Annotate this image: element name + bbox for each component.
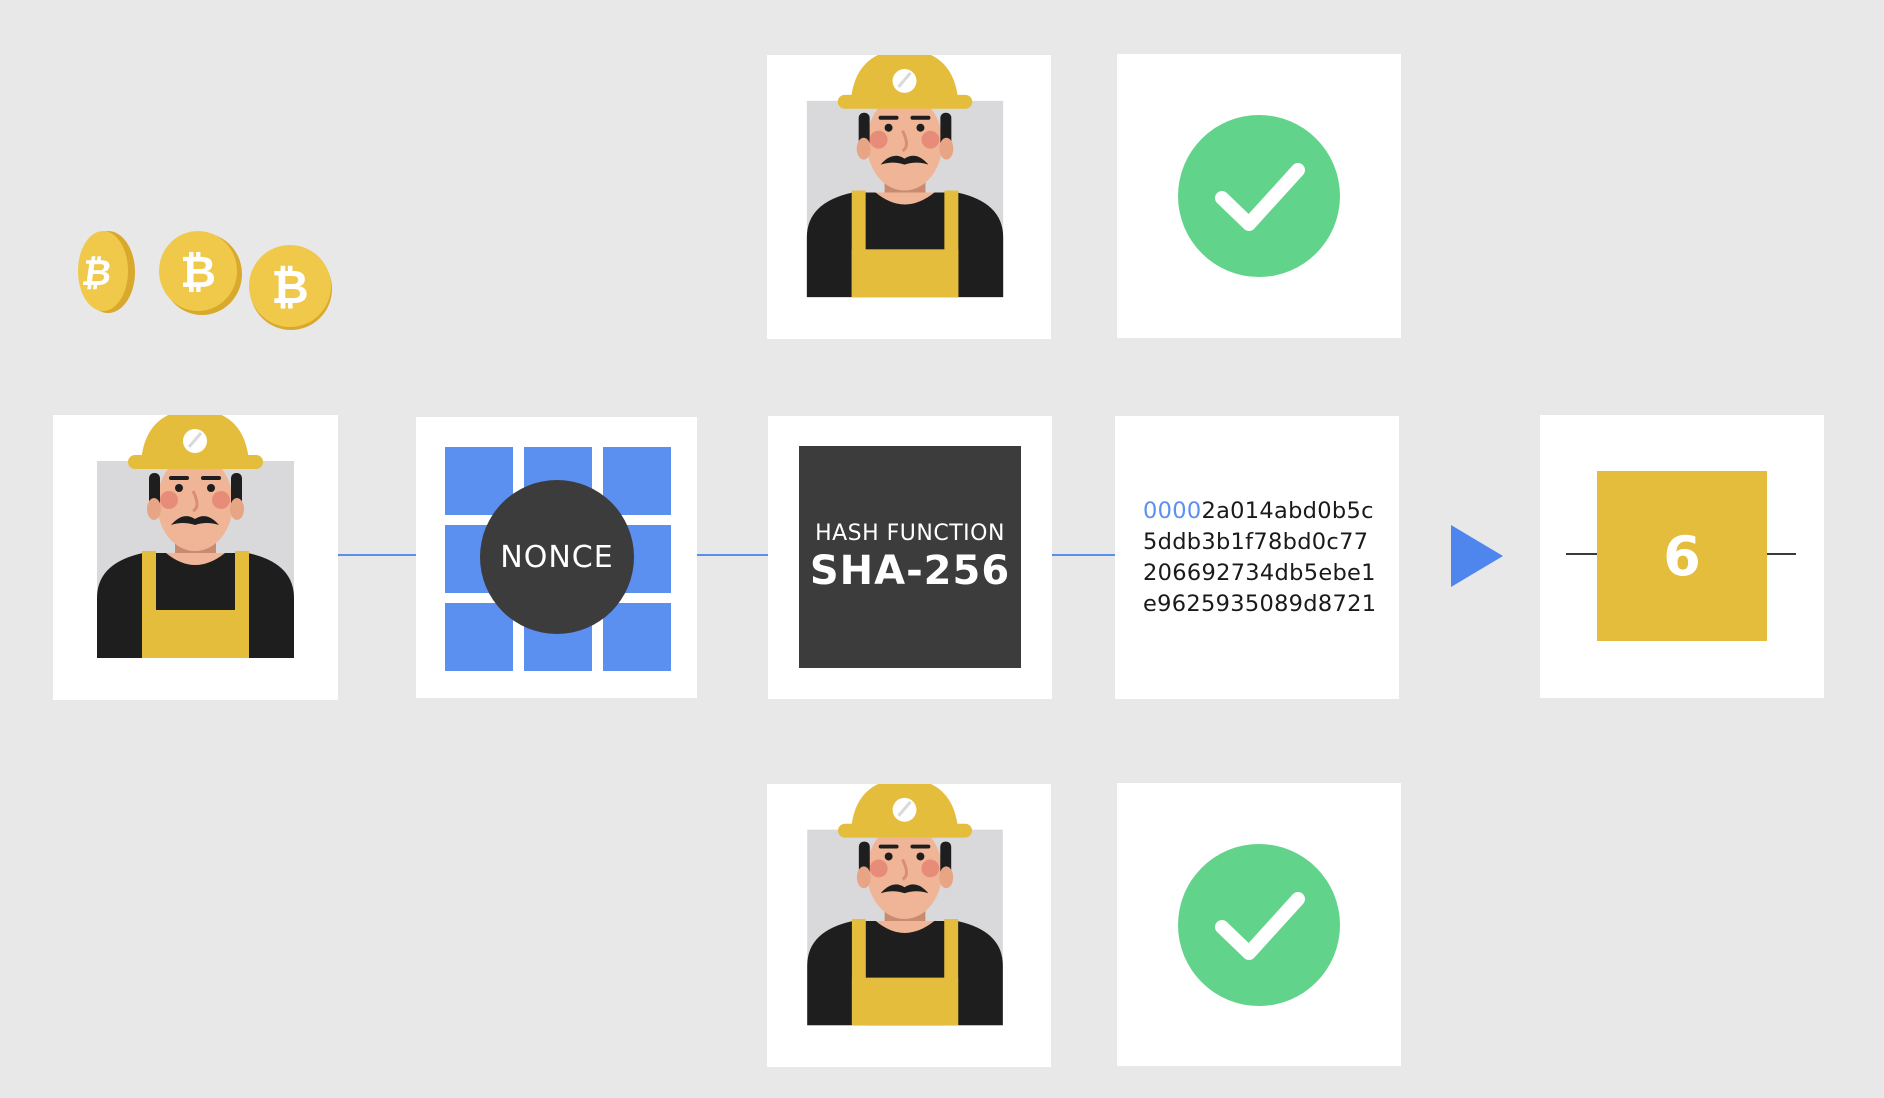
difficulty-line [1566,553,1600,555]
miner-card-top [767,55,1051,339]
bitcoin-coin-icon: ₿ [249,245,332,330]
hash-algorithm: SHA-256 [809,547,1011,594]
grid-cell [603,447,671,515]
hash-leading-zeros: 0000 [1143,498,1202,524]
difficulty-line [1764,553,1796,555]
connector-line [696,554,768,556]
nonce-card: NONCE [416,417,697,698]
miner-icon [806,55,1004,298]
grid-cell [603,603,671,671]
miner-card-bottom [767,784,1051,1067]
hash-line-4: e9625935089d8721 [1143,591,1377,617]
miner-icon [807,784,1003,1026]
connector-line [337,554,417,556]
svg-text:₿: ₿ [271,260,309,314]
check-icon [1178,115,1340,277]
nonce-label: NONCE [480,480,634,634]
hash-line-1-rest: 2a014abd0b5c [1201,498,1374,524]
difficulty-value: 6 [1597,471,1767,641]
check-card-top [1117,54,1401,338]
miner-icon [97,415,294,658]
hash-line-3: 206692734db5ebe1 [1143,560,1376,586]
hash-line-1: 00002a014abd0b5c [1143,496,1376,527]
grid-cell [445,603,513,671]
hash-line-2: 5ddb3b1f78bd0c77 [1143,529,1369,555]
bitcoin-coin-icon: ₿ [78,231,135,313]
svg-text:₿: ₿ [180,247,216,298]
check-card-bottom [1117,783,1401,1066]
hash-function-card: HASH FUNCTION SHA-256 [768,416,1052,699]
miner-card [53,415,338,700]
check-icon [1178,844,1340,1006]
hash-function-box: HASH FUNCTION SHA-256 [799,446,1021,668]
hash-output-card: 00002a014abd0b5c 5ddb3b1f78bd0c77 206692… [1115,416,1399,699]
bitcoin-coin-icon: ₿ [159,231,242,315]
play-arrow-icon [1451,525,1503,587]
hash-output-text: 00002a014abd0b5c 5ddb3b1f78bd0c77 206692… [1143,496,1376,620]
difficulty-card: 6 [1540,415,1824,698]
svg-text:₿: ₿ [79,251,114,294]
hash-function-title: HASH FUNCTION [815,520,1005,546]
connector-line [1051,554,1116,556]
